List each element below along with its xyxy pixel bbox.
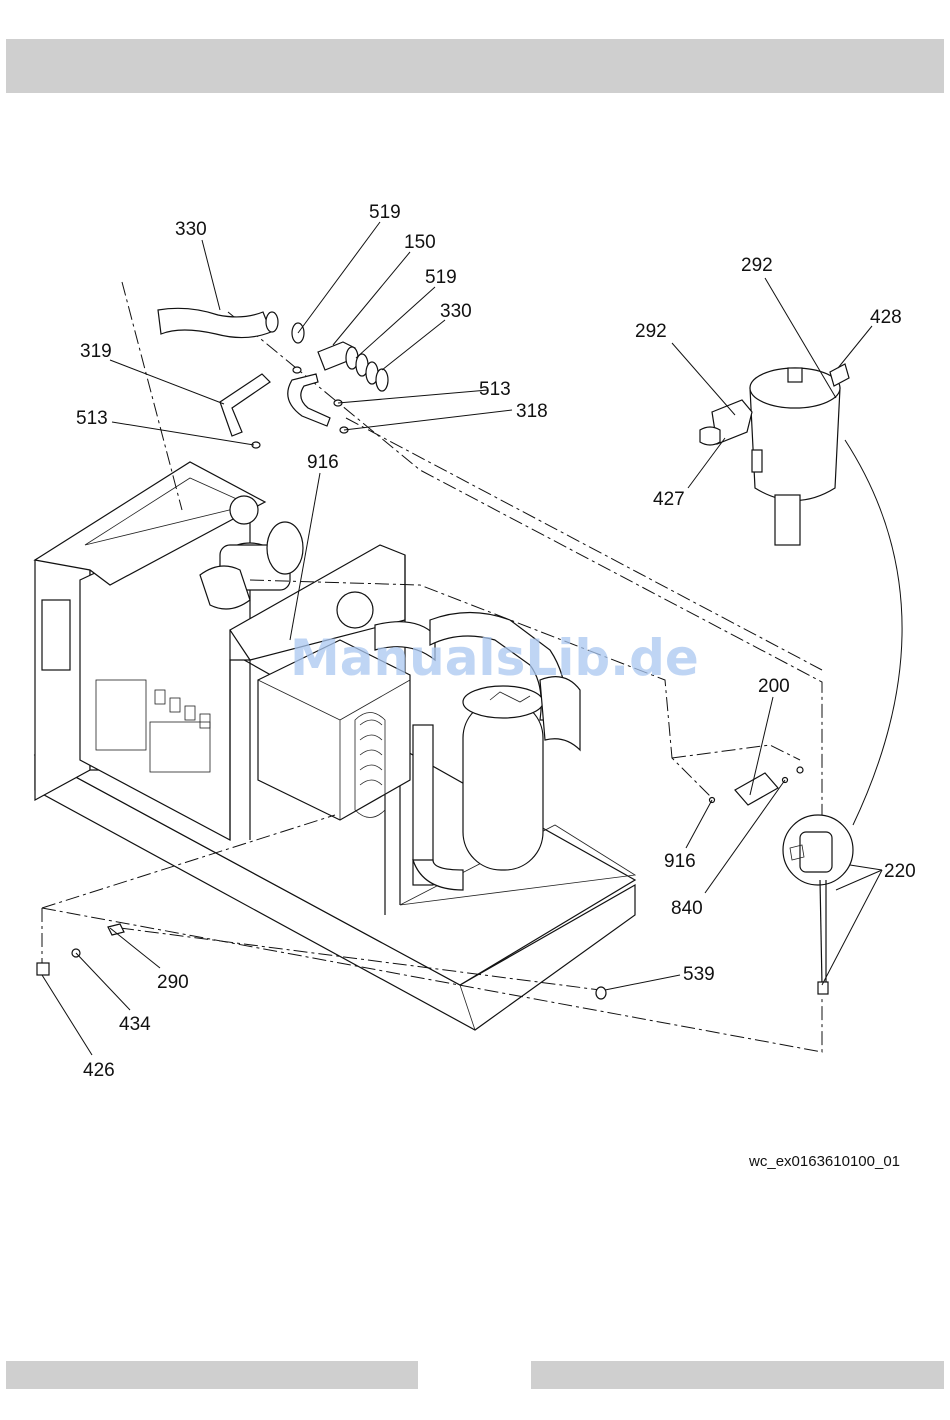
callout-428: 428 [870,307,902,328]
callout-318: 318 [516,401,548,422]
callout-330-hose-2: 330 [440,301,472,322]
callout-292-2: 292 [635,321,667,342]
callout-200: 200 [758,676,790,697]
callout-519-clamp-2: 519 [425,267,457,288]
callout-539: 539 [683,964,715,985]
callout-840: 840 [671,898,703,919]
callout-519-clamp: 519 [369,202,401,223]
callout-319: 319 [80,341,112,362]
footer-band-right [531,1361,944,1389]
callout-290: 290 [157,972,189,993]
callout-434: 434 [119,1014,151,1035]
callout-292: 292 [741,255,773,276]
hose-parts [158,308,388,448]
watermark: ManualsLib.de [290,629,699,687]
bracket-parts [710,767,804,805]
callout-427: 427 [653,489,685,510]
callout-513: 513 [479,379,511,400]
callout-220: 220 [884,861,916,882]
callout-513-2: 513 [76,408,108,429]
footer-band-left [6,1361,418,1389]
callout-150: 150 [404,232,436,253]
water-separator-assembly [783,815,853,994]
generator-assembly [35,462,635,1030]
callout-426: 426 [83,1060,115,1081]
drawing-id: wc_ex0163610100_01 [700,1153,900,1170]
fuel-filter-assembly [700,364,849,545]
callout-916-2: 916 [664,851,696,872]
callout-330-hose: 330 [175,219,207,240]
callout-916: 916 [307,452,339,473]
